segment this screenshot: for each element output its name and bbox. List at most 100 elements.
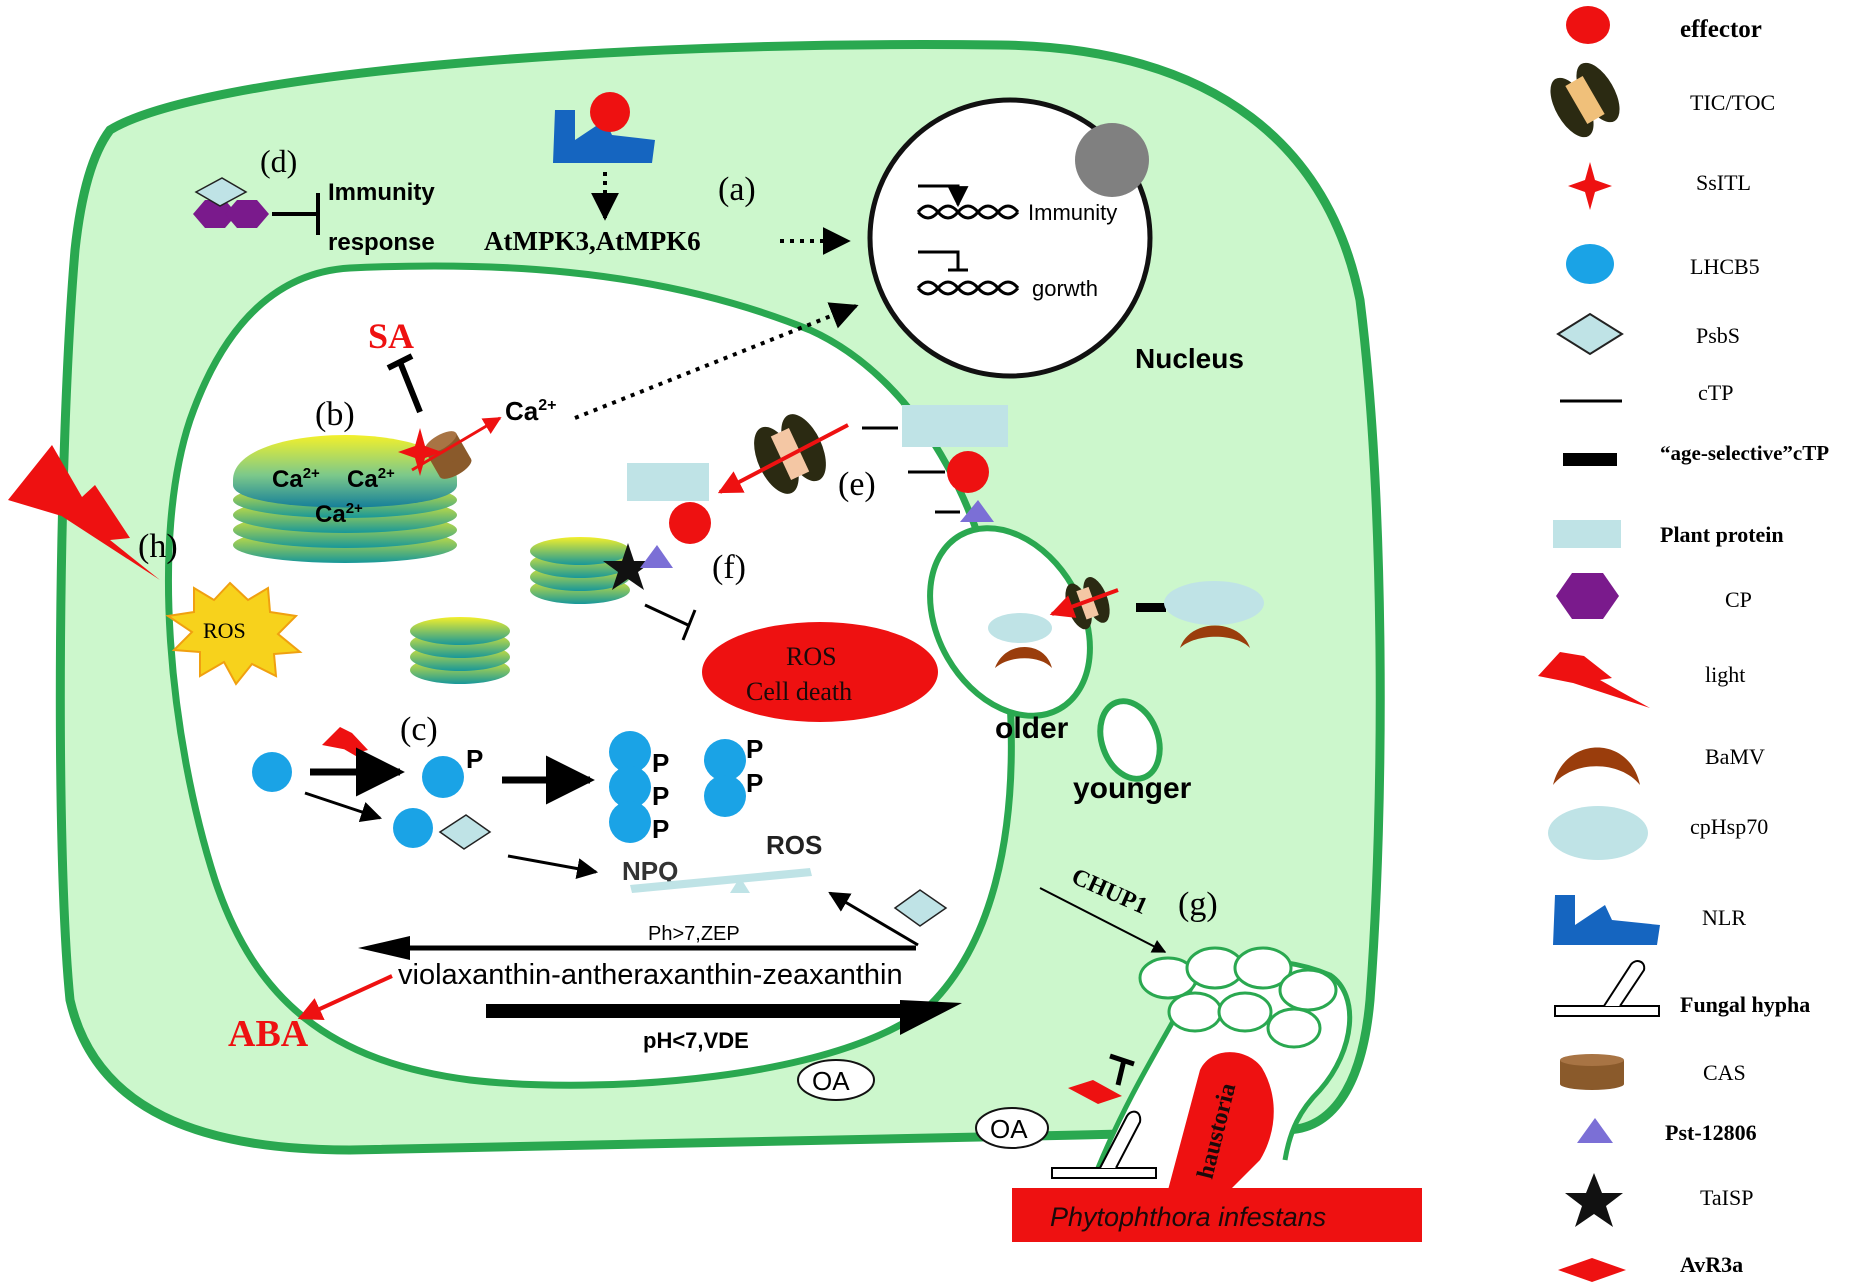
label-e: (e) bbox=[838, 466, 876, 503]
cphsp70-older bbox=[988, 613, 1052, 643]
legend-label-lhcb5: LHCB5 bbox=[1690, 254, 1760, 279]
effector-e bbox=[947, 451, 989, 493]
dna-helix-growth bbox=[916, 280, 1020, 296]
sa-inhibition bbox=[386, 353, 423, 414]
plant-protein-icon bbox=[1553, 520, 1621, 548]
label-a: (a) bbox=[718, 171, 756, 208]
legend-label-hypha: Fungal hypha bbox=[1680, 992, 1810, 1017]
chloroplast-cluster-3 bbox=[1233, 946, 1293, 990]
legend-label-cp: CP bbox=[1725, 587, 1752, 612]
lhcb5-phos bbox=[422, 756, 464, 798]
fungal-hypha-base bbox=[1051, 1167, 1157, 1179]
ros-cell-death bbox=[702, 622, 938, 722]
chloroplast-cluster-6 bbox=[1217, 991, 1273, 1033]
vde-arrow bbox=[486, 1000, 962, 1035]
ph-gt7-label: Ph>7,ZEP bbox=[648, 923, 740, 945]
balance-beam bbox=[630, 868, 812, 893]
label-f: (f) bbox=[712, 549, 746, 586]
cp-hexagon-icon bbox=[1556, 573, 1619, 619]
younger-label: younger bbox=[1073, 772, 1192, 805]
bamv-outside bbox=[1180, 625, 1250, 648]
gene-inhibition-arrow bbox=[918, 250, 968, 272]
pathogen-label: Phytophthora infestans bbox=[1050, 1202, 1326, 1232]
legend-label-plant-protein: Plant protein bbox=[1660, 522, 1784, 547]
aba-label: ABA bbox=[228, 1013, 309, 1055]
gene-immunity-label: Immunity bbox=[1028, 200, 1117, 225]
cp-hexagon-1 bbox=[193, 200, 237, 228]
nucleus-label: Nucleus bbox=[1135, 343, 1244, 374]
plant-protein-e-inside bbox=[627, 463, 709, 501]
nlr-receptor bbox=[553, 110, 655, 163]
legend-label-cas: CAS bbox=[1703, 1060, 1746, 1085]
oa-label-chloroplast: OA bbox=[812, 1066, 850, 1096]
thylakoid-stack-f bbox=[530, 537, 630, 604]
psbs-to-balance-arrow bbox=[828, 891, 919, 947]
immunity-response-line1: Immunity bbox=[328, 179, 435, 206]
lhcb5-dimer-1 bbox=[704, 739, 746, 781]
legend-label-ctp: cTP bbox=[1698, 380, 1733, 405]
chloroplast-cluster-4 bbox=[1278, 968, 1338, 1012]
effector-f bbox=[669, 502, 711, 544]
lhcb5-trimer-2 bbox=[609, 766, 651, 808]
younger-chloroplast bbox=[1097, 698, 1163, 782]
p-label-2: P bbox=[652, 748, 669, 778]
pst-triangle-icon bbox=[1577, 1118, 1613, 1143]
thylakoid-stack-b bbox=[233, 435, 457, 563]
npq-label: NPQ bbox=[622, 856, 678, 886]
chup1-arrow bbox=[1039, 887, 1167, 953]
effector-icon bbox=[1566, 6, 1610, 44]
avr3a-inhibition bbox=[1109, 1053, 1135, 1086]
legend-label-pst: Pst-12806 bbox=[1665, 1120, 1757, 1145]
legend-label-light: light bbox=[1705, 662, 1745, 687]
legend: effector TIC/TOC SsITL LHCB5 PsbS cTP “a… bbox=[1538, 6, 1829, 1282]
ca-to-nucleus-arrow bbox=[574, 302, 859, 420]
avr3a-icon bbox=[1558, 1258, 1626, 1282]
oa-label-cell: OA bbox=[990, 1114, 1028, 1144]
ca-release-label: Ca2+ bbox=[505, 396, 557, 426]
label-d: (d) bbox=[260, 143, 297, 179]
sa-label: SA bbox=[368, 316, 414, 356]
fungal-hypha-stalk bbox=[1099, 1110, 1142, 1169]
legend-label-taisp: TaISP bbox=[1700, 1185, 1753, 1210]
xanthophyll-cycle-label: violaxanthin-antheraxanthin-zeaxanthin bbox=[398, 959, 903, 991]
lhcb5-dimer-2 bbox=[704, 775, 746, 817]
lhcb5-with-psbs bbox=[393, 808, 433, 848]
legend-label-avr3a: AvR3a bbox=[1680, 1252, 1743, 1277]
zep-arrowhead bbox=[358, 936, 410, 960]
ph-lt7-label: pH<7,VDE bbox=[643, 1028, 749, 1053]
stack-ca-2: Ca2+ bbox=[347, 465, 395, 493]
lhcb5-trimer-3 bbox=[609, 801, 651, 843]
label-g: (g) bbox=[1178, 886, 1218, 923]
p-label-6: P bbox=[746, 768, 763, 798]
ssitl-star-icon bbox=[1568, 162, 1612, 210]
aba-export-arrow bbox=[297, 974, 393, 1020]
nlr-icon bbox=[1553, 895, 1660, 945]
legend-label-ssitl: SsITL bbox=[1696, 170, 1751, 195]
ros-balance-label: ROS bbox=[766, 830, 822, 860]
legend-label-bamv: BaMV bbox=[1705, 744, 1765, 769]
thylakoid-stack-lower bbox=[410, 617, 510, 684]
legend-label-age-ctp: “age-selective”cTP bbox=[1660, 441, 1829, 465]
light-bolt-h bbox=[8, 445, 160, 580]
ros-h-label: ROS bbox=[203, 618, 246, 643]
p-label-1: P bbox=[466, 744, 483, 774]
legend-label-psbs: PsbS bbox=[1696, 323, 1740, 348]
cphsp70-outside bbox=[1164, 581, 1264, 625]
p-label-3: P bbox=[652, 781, 669, 811]
bamv-older bbox=[995, 647, 1052, 668]
chloroplast-cluster-7 bbox=[1266, 1007, 1322, 1049]
gene-activation-arrow bbox=[918, 184, 969, 208]
ros-death-line1: ROS bbox=[786, 642, 837, 671]
p-label-5: P bbox=[746, 734, 763, 764]
lhcb5-circle-icon bbox=[1566, 244, 1614, 284]
psbs-diamond-icon bbox=[1556, 312, 1624, 356]
cas-cylinder-icon bbox=[1560, 1054, 1624, 1090]
stack-ca-1: Ca2+ bbox=[272, 465, 320, 493]
taisp-star-f bbox=[603, 543, 653, 590]
psbs-diamond-balance bbox=[893, 889, 948, 927]
oa-badge-chloroplast bbox=[797, 1059, 875, 1101]
ros-death-line2: Cell death bbox=[746, 677, 852, 706]
label-b: (b) bbox=[315, 396, 355, 433]
immunity-response-line2: response bbox=[328, 229, 435, 256]
